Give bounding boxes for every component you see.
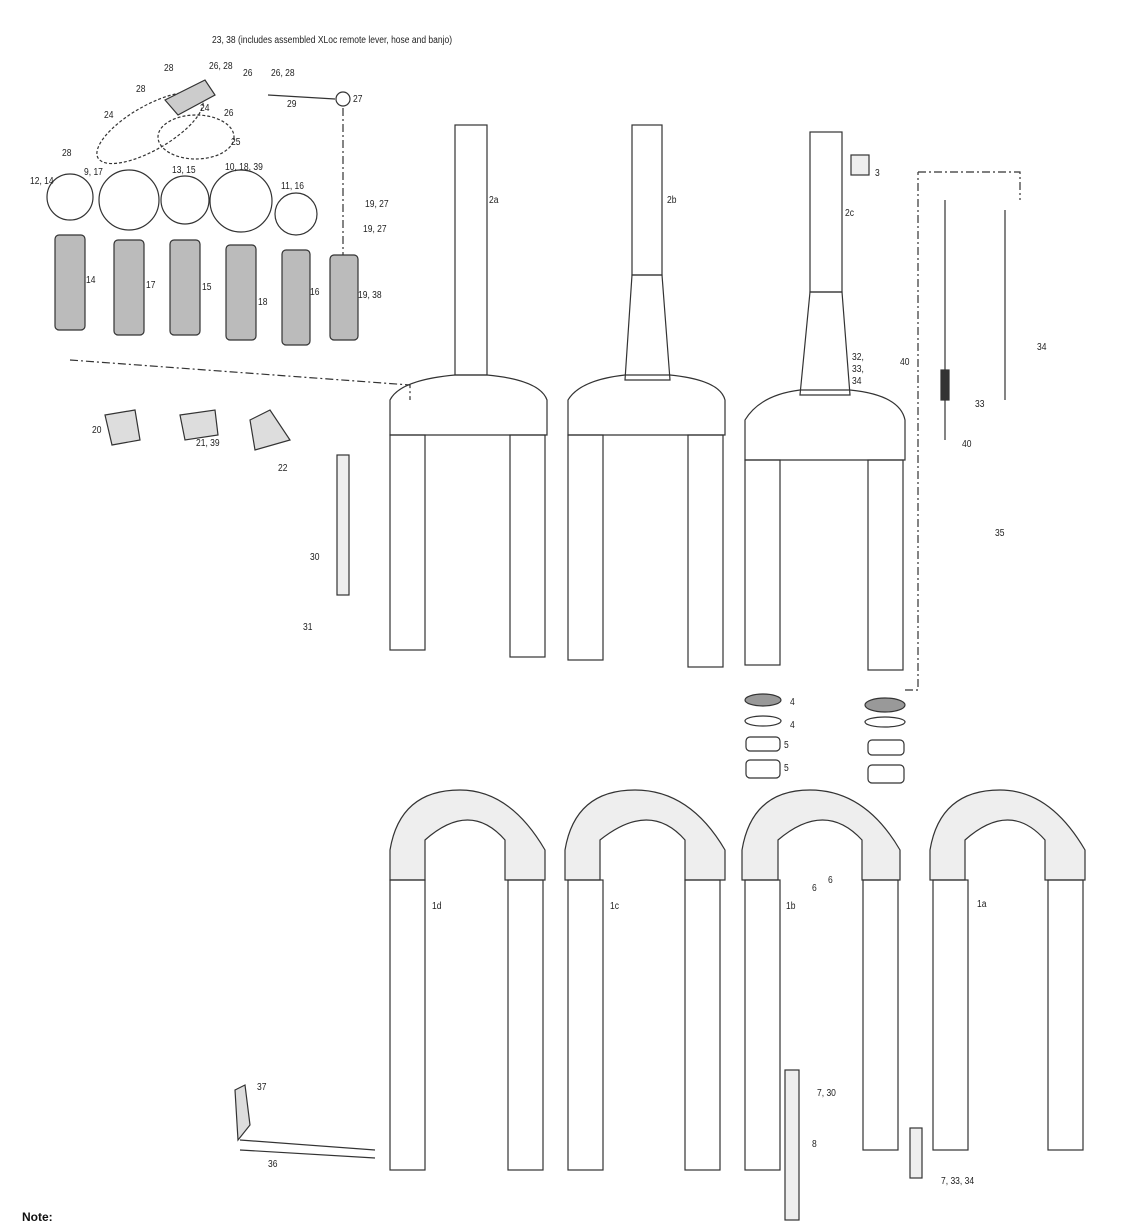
callout: 5 (784, 763, 789, 774)
callout: 32, 33, 34 (852, 352, 864, 387)
callout: 2a (489, 195, 499, 206)
callout: 6 (812, 883, 817, 894)
damper-cartridges (46, 169, 411, 400)
note-heading: Note: (22, 1210, 53, 1223)
callout: 4 (790, 720, 795, 731)
callout: 28 (62, 148, 72, 159)
callout: 10, 18, 39 (225, 162, 263, 173)
callout: 28 (164, 63, 174, 74)
callout: 26 (243, 68, 253, 79)
callout: 4 (790, 697, 795, 708)
callout: 13, 15 (172, 165, 196, 176)
callout: 7, 30 (817, 1088, 836, 1099)
callout: 20 (92, 425, 102, 436)
seals-bushings (744, 693, 906, 784)
lower-legs (389, 789, 1086, 1171)
callout: 15 (202, 282, 212, 293)
callout: 25 (231, 137, 241, 148)
remote-levers (104, 409, 291, 451)
callout: 1b (786, 901, 796, 912)
callout: 27 (353, 94, 363, 105)
callout: 37 (257, 1082, 267, 1093)
callout: 1d (432, 901, 442, 912)
callout: 8 (812, 1139, 817, 1150)
callout: 26, 28 (271, 68, 295, 79)
callout: 19, 27 (363, 224, 387, 235)
callout: 16 (310, 287, 320, 298)
callout: 19, 38 (358, 290, 382, 301)
callout: 36 (268, 1159, 278, 1170)
callout: 9, 17 (84, 167, 103, 178)
callout: 26, 28 (209, 61, 233, 72)
spring-shafts (336, 171, 1021, 691)
callout: 18 (258, 297, 268, 308)
callout: 30 (310, 552, 320, 563)
callout: 7, 33, 34 (941, 1176, 975, 1187)
callout: 2b (667, 195, 677, 206)
callout: 2c (845, 208, 854, 219)
callout: 33 (975, 399, 985, 410)
callout: 26 (224, 108, 234, 119)
callout: 23, 38 (includes assembled XLoc remote l… (212, 35, 453, 46)
remote-lever-assembly (96, 79, 351, 260)
callout: 19, 27 (365, 199, 389, 210)
callout: 6 (828, 875, 833, 886)
callout: 17 (146, 280, 156, 291)
callout: 11, 16 (281, 181, 305, 192)
callout: 1a (977, 899, 987, 910)
callout: 24 (200, 103, 210, 114)
callout: 22 (278, 463, 288, 474)
callout: 40 (962, 439, 972, 450)
callout: 1c (610, 901, 619, 912)
thru-axle (234, 1069, 923, 1221)
callout: 5 (784, 740, 789, 751)
callout: 21, 39 (196, 438, 220, 449)
upper-assemblies (389, 124, 906, 671)
callout: 40 (900, 357, 910, 368)
callout: 31 (303, 622, 313, 633)
callout: 34 (1037, 342, 1047, 353)
callout: 35 (995, 528, 1005, 539)
callout: 24 (104, 110, 114, 121)
callout: 3 (875, 168, 880, 179)
callout: 14 (86, 275, 96, 286)
callout: 29 (287, 99, 297, 110)
callout: 28 (136, 84, 146, 95)
callout: 12, 14 (30, 176, 54, 187)
